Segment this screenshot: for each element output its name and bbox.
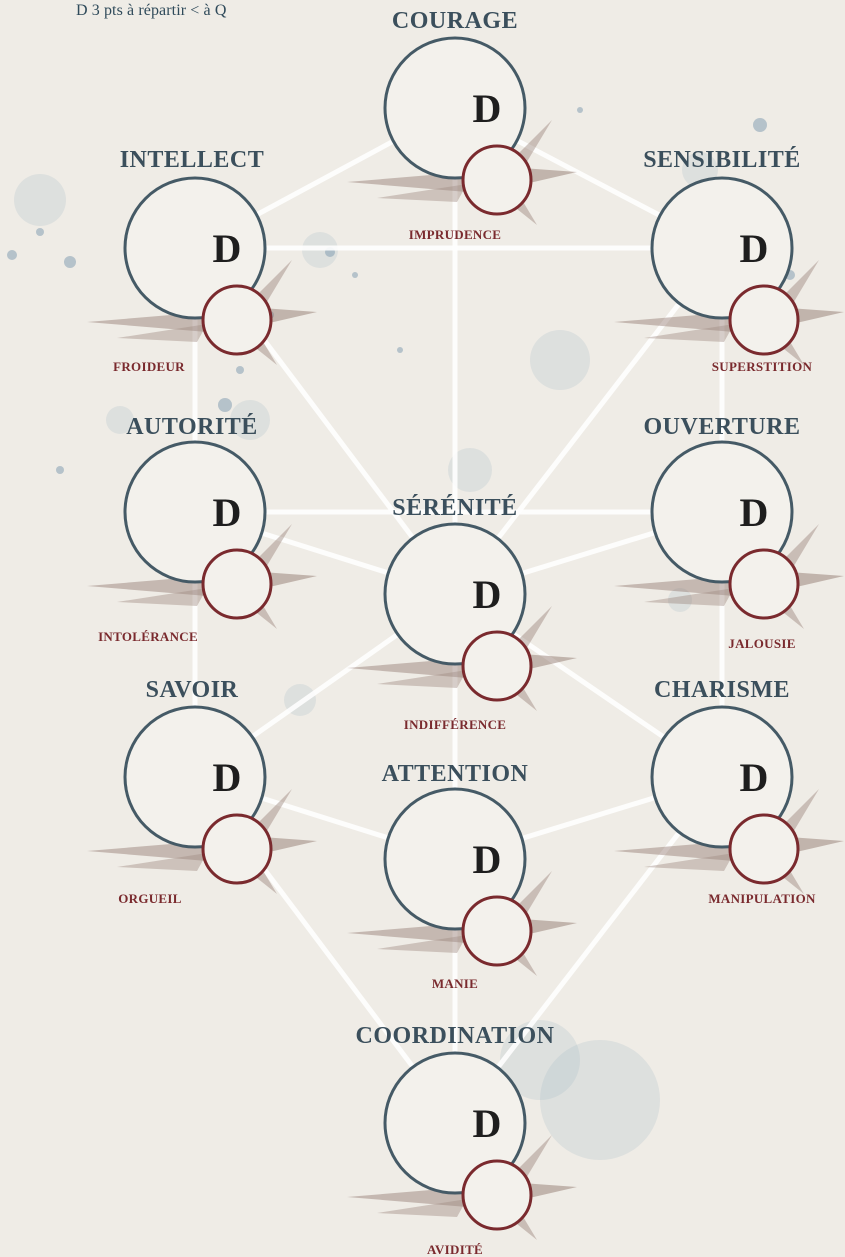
flaw-label: IMPRUDENCE xyxy=(409,227,502,242)
trait-title: AUTORITÉ xyxy=(126,414,258,440)
trait-title: CHARISME xyxy=(654,677,790,703)
flaw-circle[interactable] xyxy=(463,897,531,965)
trait-title: COORDINATION xyxy=(356,1023,555,1049)
flaw-circle[interactable] xyxy=(463,1161,531,1229)
trait-die: D xyxy=(213,755,242,800)
flaw-label: MANIE xyxy=(432,976,478,991)
trait-node-sensibilite: D SENSIBILITÉ SUPERSTITION xyxy=(614,147,844,374)
flaw-label: MANIPULATION xyxy=(708,891,816,906)
trait-node-ouverture: D OUVERTURE JALOUSIE xyxy=(614,414,844,651)
trait-title: INTELLECT xyxy=(120,147,265,173)
flaw-circle[interactable] xyxy=(203,550,271,618)
flaw-label: INDIFFÉRENCE xyxy=(404,717,507,732)
trait-title: SAVOIR xyxy=(146,677,239,703)
flaw-circle[interactable] xyxy=(203,286,271,354)
trait-title: ATTENTION xyxy=(382,761,529,787)
flaw-label: INTOLÉRANCE xyxy=(98,629,198,644)
trait-die: D xyxy=(473,86,502,131)
flaw-label: FROIDEUR xyxy=(113,359,185,374)
flaw-circle[interactable] xyxy=(730,550,798,618)
trait-node-intellect: D INTELLECT FROIDEUR xyxy=(87,147,317,374)
trait-die: D xyxy=(740,755,769,800)
flaw-circle[interactable] xyxy=(463,632,531,700)
trait-die: D xyxy=(473,572,502,617)
trait-die: D xyxy=(473,837,502,882)
trait-title: SENSIBILITÉ xyxy=(643,147,801,173)
flaw-label: SUPERSTITION xyxy=(712,359,813,374)
trait-node-coordination: D COORDINATION AVIDITÉ xyxy=(347,1023,577,1257)
trait-node-savoir: D SAVOIR ORGUEIL xyxy=(87,677,317,906)
trait-die: D xyxy=(213,490,242,535)
trait-die: D xyxy=(740,226,769,271)
trait-title: SÉRÉNITÉ xyxy=(392,495,517,521)
flaw-circle[interactable] xyxy=(730,815,798,883)
trait-node-charisme: D CHARISME MANIPULATION xyxy=(614,677,844,906)
trait-node-courage: D COURAGE IMPRUDENCE xyxy=(347,8,577,242)
flaw-circle[interactable] xyxy=(463,146,531,214)
trait-node-attention: D ATTENTION MANIE xyxy=(347,761,577,991)
flaw-label: ORGUEIL xyxy=(118,891,182,906)
trait-title: COURAGE xyxy=(392,8,518,34)
flaw-circle[interactable] xyxy=(730,286,798,354)
flaw-label: JALOUSIE xyxy=(728,636,795,651)
flaw-circle[interactable] xyxy=(203,815,271,883)
points-hint: D 3 pts à répartir < à Q xyxy=(76,2,227,20)
trait-die: D xyxy=(213,226,242,271)
trait-die: D xyxy=(740,490,769,535)
trait-node-autorite: D AUTORITÉ INTOLÉRANCE xyxy=(87,414,317,644)
flaw-label: AVIDITÉ xyxy=(427,1242,483,1257)
trait-die: D xyxy=(473,1101,502,1146)
trait-title: OUVERTURE xyxy=(643,414,800,440)
trait-node-serenite: D SÉRÉNITÉ INDIFFÉRENCE xyxy=(347,495,577,732)
